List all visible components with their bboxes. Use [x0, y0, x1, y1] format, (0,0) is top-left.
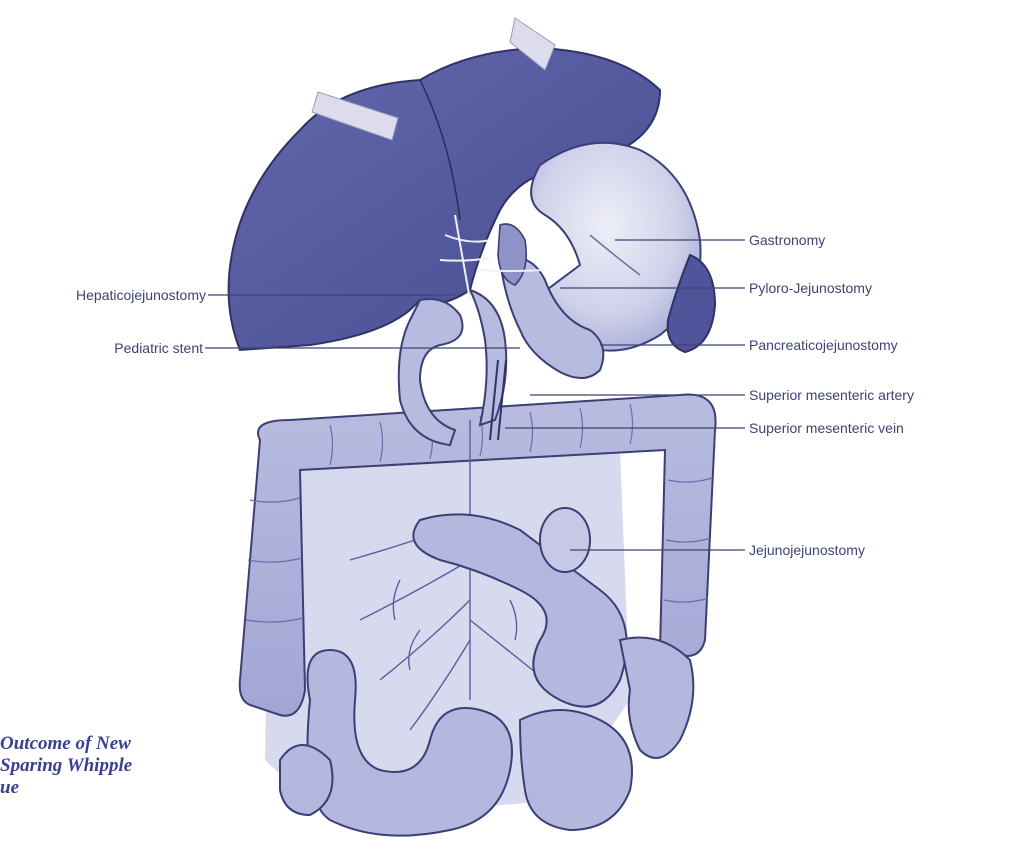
- label-superior-mesenteric-artery: Superior mesenteric artery: [749, 387, 914, 403]
- label-hepaticojejunostomy: Hepaticojejunostomy: [76, 287, 206, 303]
- label-superior-mesenteric-vein: Superior mesenteric vein: [749, 420, 904, 436]
- label-pediatric-stent: Pediatric stent: [114, 340, 203, 356]
- label-jejunojejunostomy: Jejunojejunostomy: [749, 542, 865, 558]
- caption: Outcome of New Sparing Whipple ue: [0, 733, 132, 799]
- jejunojejunostomy-loop: [540, 508, 590, 572]
- label-pancreaticojejunostomy: Pancreaticojejunostomy: [749, 337, 898, 353]
- caption-line-1: Outcome of New: [0, 733, 132, 755]
- label-pyloro-jejunostomy: Pyloro-Jejunostomy: [749, 280, 872, 296]
- label-gastronomy: Gastronomy: [749, 232, 825, 248]
- caption-line-2: Sparing Whipple: [0, 755, 132, 777]
- caption-line-3: ue: [0, 777, 132, 799]
